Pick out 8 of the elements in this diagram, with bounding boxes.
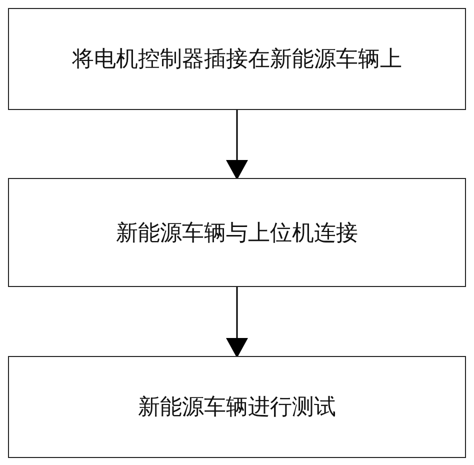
step-text: 新能源车辆进行测试 [138,394,336,422]
process-box [8,8,466,110]
arrow [226,287,248,358]
step-text: 新能源车辆与上位机连接 [116,220,358,248]
process-box [8,178,466,287]
step-text: 将电机控制器插接在新能源车辆上 [72,46,402,74]
arrow [226,110,248,180]
process-box [8,356,466,458]
